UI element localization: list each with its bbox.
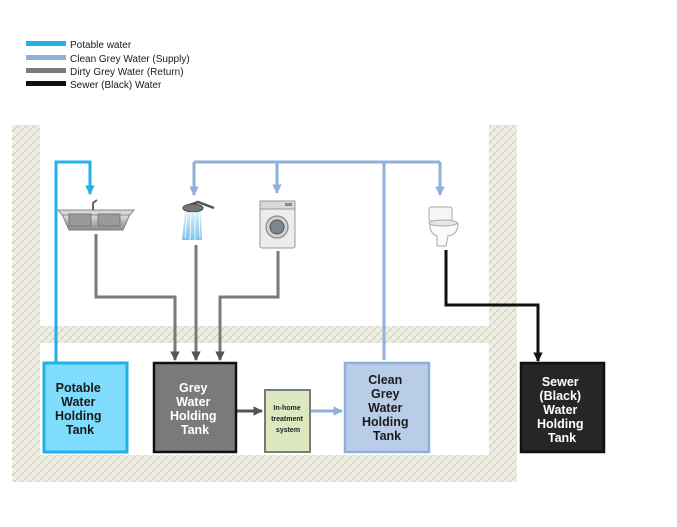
legend-label-sewer: Sewer (Black) Water [70, 80, 162, 91]
washer-drain-pipe [215, 251, 280, 361]
potable-supply-pipe [54, 160, 95, 362]
legend-label-clean-grey: Clean Grey Water (Supply) [70, 54, 190, 65]
pipes [54, 160, 543, 416]
treatment-system: In-home treatment system [264, 389, 311, 453]
treatment-system-label: In-home treatment system [271, 405, 305, 434]
grey-tank-label: Grey Water Holding Tank [170, 381, 220, 437]
legend-item-potable: Potable water [26, 40, 132, 51]
foundation [12, 455, 517, 482]
legend-swatch-clean-grey [26, 55, 66, 60]
grey-water-tank: Grey Water Holding Tank [152, 361, 238, 454]
grey-tank-box [152, 361, 238, 454]
legend-item-sewer: Sewer (Black) Water [26, 80, 162, 91]
washing-machine-icon [259, 200, 296, 249]
clean-grey-water-tank: Clean Grey Water Holding Tank [343, 361, 431, 454]
sewer-tank-label: Sewer (Black) Water Holding Tank [537, 375, 587, 445]
legend-swatch-dirty-grey [26, 68, 66, 73]
legend-swatch-potable [26, 41, 66, 46]
potable-tank-label: Potable Water Holding Tank [55, 381, 105, 437]
legend-label-potable: Potable water [70, 40, 132, 51]
legend-swatch-sewer [26, 81, 66, 86]
sewer-tank-box [519, 361, 606, 454]
clean-grey-tank-box [343, 361, 431, 454]
floor-slab [40, 326, 489, 343]
sewer-water-tank: Sewer (Black) Water Holding Tank [519, 361, 606, 454]
toilet-sewer-pipe [444, 250, 543, 362]
legend-label-dirty-grey: Dirty Grey Water (Return) [70, 67, 184, 78]
treatment-system-box [264, 389, 311, 453]
shower-icon [182, 200, 215, 241]
potable-water-tank: Potable Water Holding Tank [42, 361, 129, 454]
sink-drain-pipe [94, 234, 180, 361]
legend: Potable water Clean Grey Water (Supply) … [26, 40, 190, 91]
sink-icon [56, 199, 136, 231]
toilet-icon [428, 206, 459, 247]
clean-grey-tank-label: Clean Grey Water Holding Tank [362, 373, 412, 443]
legend-item-dirty-grey: Dirty Grey Water (Return) [26, 67, 184, 78]
legend-item-clean-grey: Clean Grey Water (Supply) [26, 54, 190, 65]
left-wall [12, 125, 40, 482]
potable-tank-box [42, 361, 129, 454]
